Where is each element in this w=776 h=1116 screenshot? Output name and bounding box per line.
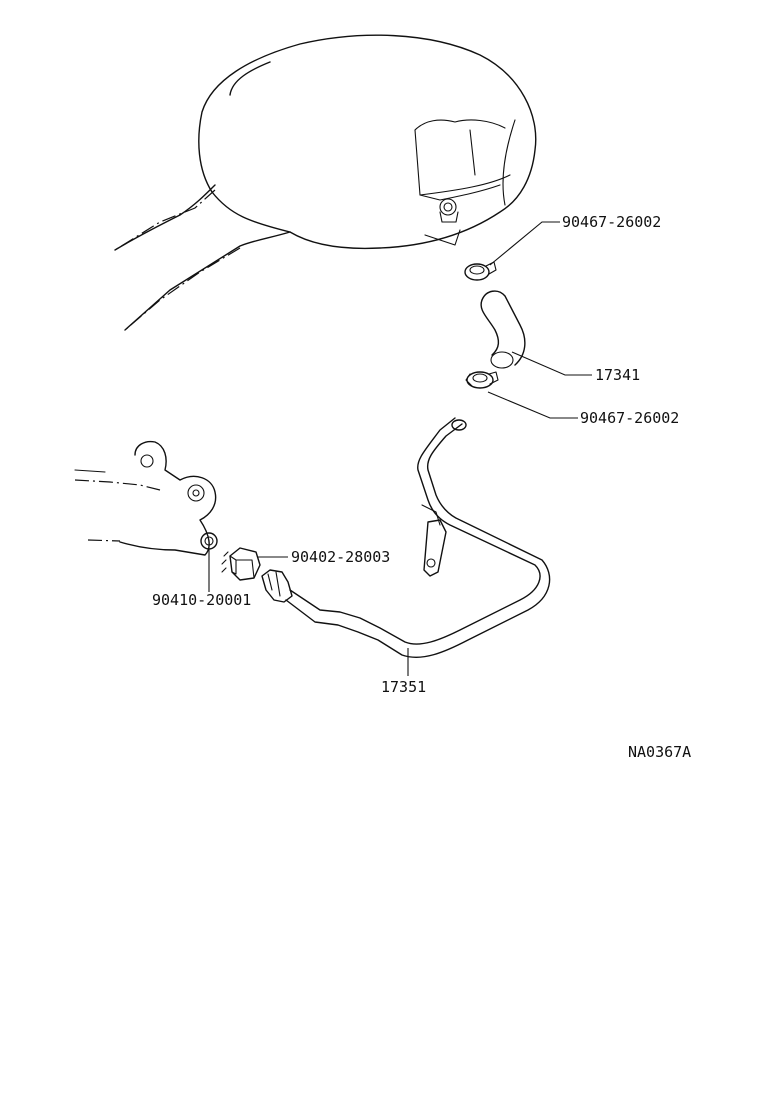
label-gasket: 90410-20001 (152, 591, 251, 609)
engine-housing (114, 34, 537, 331)
label-pipe: 17351 (381, 678, 426, 696)
label-union-bolt: 90402-28003 (291, 548, 390, 566)
union-bolt (221, 547, 261, 581)
label-clip-upper: 90467-26002 (562, 213, 661, 231)
pipe-17351 (261, 417, 551, 659)
transmission-case-section (74, 440, 218, 556)
label-clip-lower: 90467-26002 (580, 409, 679, 427)
leader-lines (208, 221, 592, 676)
hose-17341 (480, 290, 526, 369)
figure-code: NA0367A (628, 743, 691, 761)
hose-clip-upper (464, 261, 497, 281)
hose-clip-lower (465, 371, 499, 389)
label-hose: 17341 (595, 366, 640, 384)
